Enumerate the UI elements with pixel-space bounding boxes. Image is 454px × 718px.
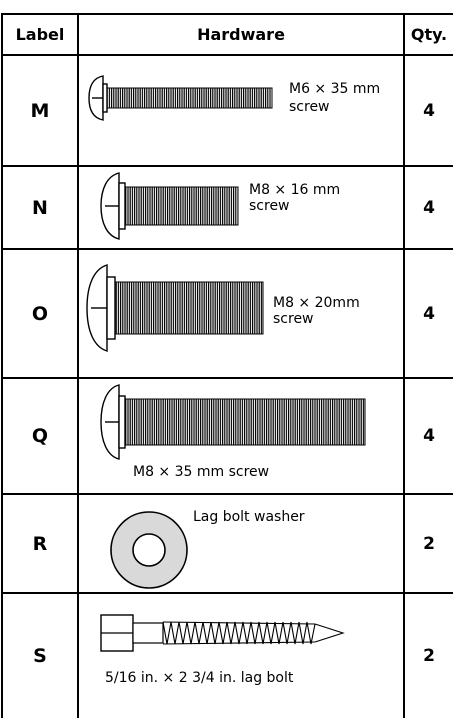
- grid-line: [77, 13, 79, 718]
- header-qty: Qty.: [410, 25, 448, 44]
- row-qty: 4: [423, 100, 435, 121]
- hardware-name-line2: screw: [249, 198, 290, 214]
- row-qty: 2: [423, 533, 435, 554]
- header-hardware: Hardware: [197, 25, 285, 44]
- hardware-name-line1: M6 × 35 mm: [289, 81, 381, 97]
- screw-m8-20-icon: [86, 264, 264, 352]
- row-label: N: [32, 196, 48, 219]
- grid-line: [1, 248, 453, 250]
- row-qty: 4: [423, 426, 435, 446]
- lag-bolt-icon: [100, 614, 345, 652]
- grid-line: [403, 13, 405, 718]
- row-label: Q: [31, 425, 49, 447]
- row-qty: 2: [423, 646, 435, 666]
- row-label: R: [32, 532, 48, 555]
- row-qty: 4: [423, 303, 435, 324]
- grid-line: [1, 493, 453, 495]
- grid-line: [1, 165, 453, 167]
- row-label: M: [30, 99, 50, 122]
- screw-m6-35-icon: [88, 75, 273, 121]
- hardware-table: Label Hardware Qty. M 4 M6 × 35 mm screw…: [1, 13, 453, 718]
- header-label: Label: [15, 25, 65, 44]
- grid-line: [1, 13, 453, 15]
- grid-line: [1, 54, 453, 56]
- row-label: O: [31, 302, 49, 325]
- grid-line: [1, 13, 3, 718]
- screw-m8-35-icon: [100, 384, 366, 460]
- hardware-name: M8 × 35 mm screw: [133, 464, 270, 480]
- hardware-name: 5/16 in. × 2 3/4 in. lag bolt: [105, 670, 294, 686]
- hardware-name-line1: M8 × 16 mm: [249, 182, 341, 198]
- screw-m8-16-icon: [100, 172, 239, 240]
- hardware-name-line1: M8 × 20mm: [273, 295, 360, 311]
- grid-line: [1, 592, 453, 594]
- hardware-name-line2: screw: [289, 99, 330, 115]
- washer-icon: [110, 511, 188, 589]
- grid-line: [1, 377, 453, 379]
- row-label: S: [33, 645, 47, 667]
- hardware-name: Lag bolt washer: [193, 509, 305, 525]
- row-qty: 4: [423, 197, 435, 218]
- hardware-name-line2: screw: [273, 311, 314, 327]
